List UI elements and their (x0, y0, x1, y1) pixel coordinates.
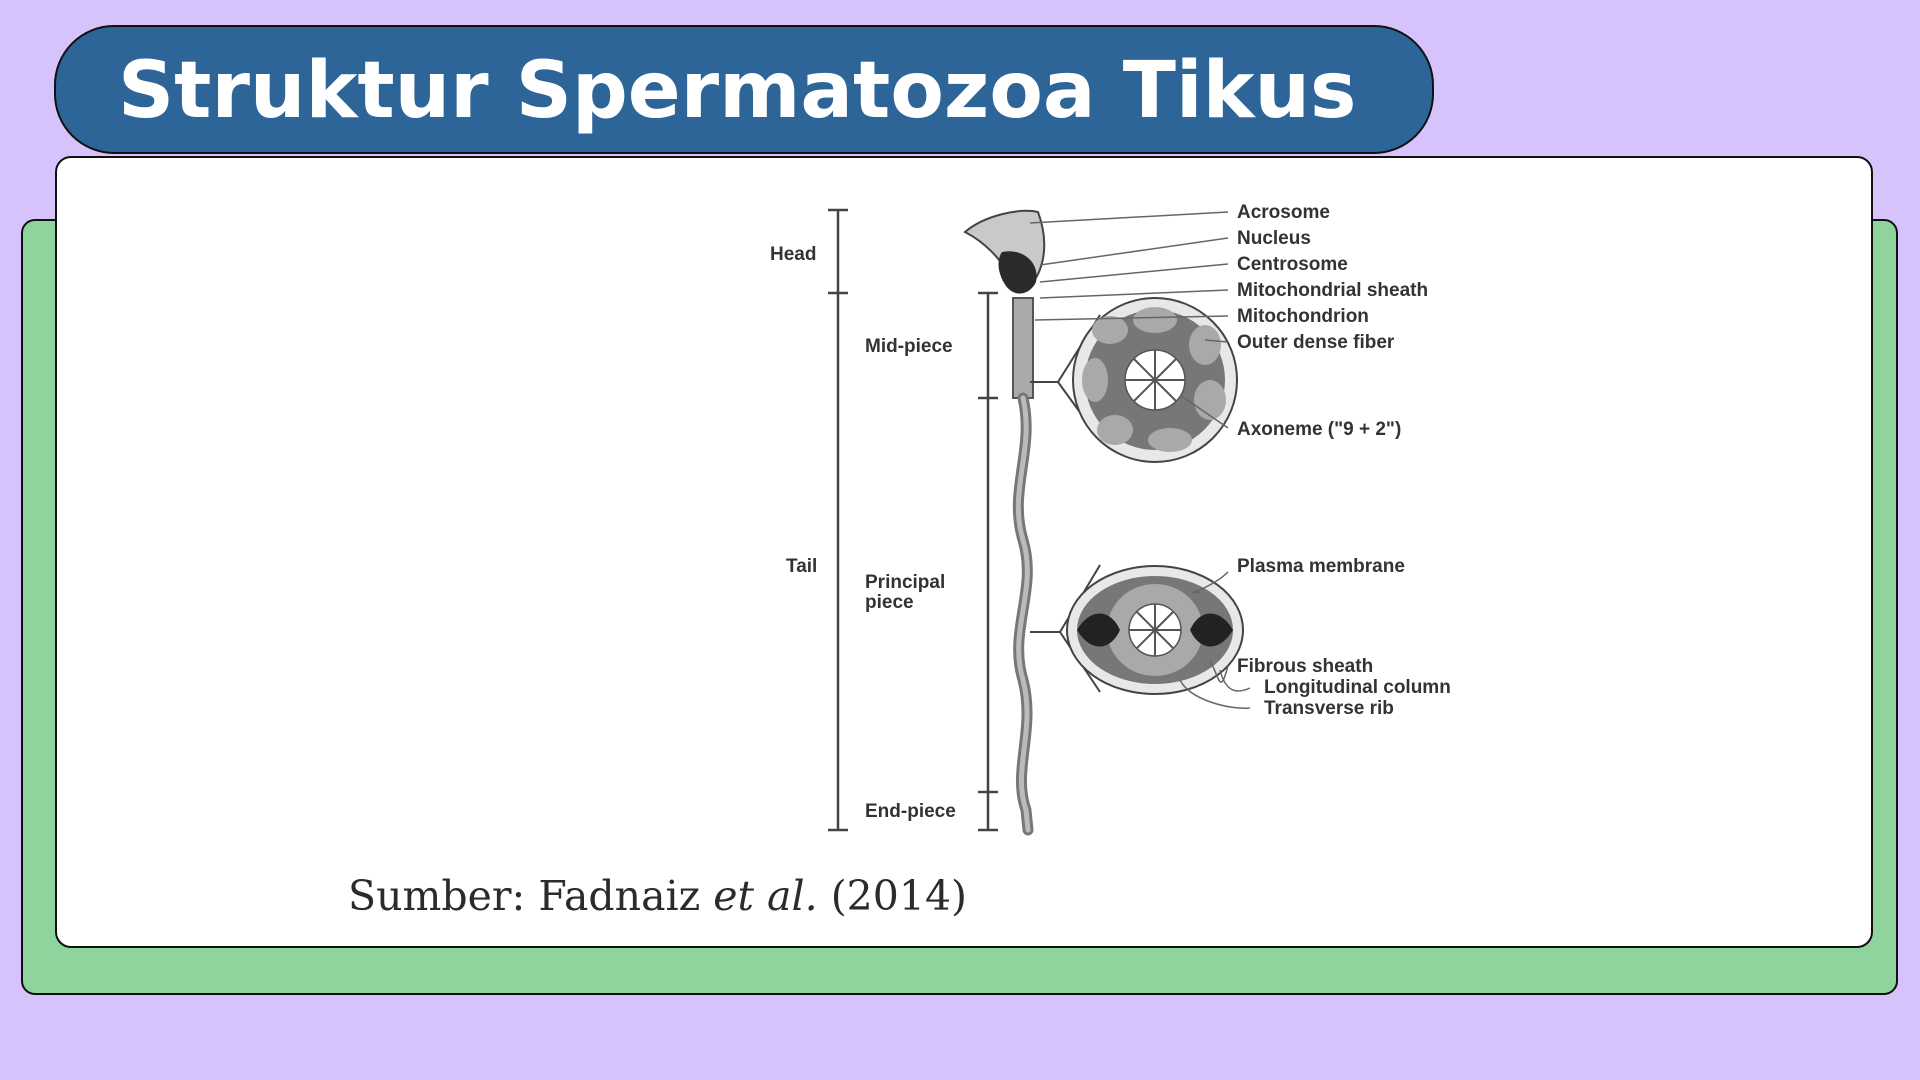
label-acrosome: Acrosome (1237, 202, 1330, 223)
label-end-piece: End-piece (865, 801, 956, 822)
label-principal-piece-2: piece (865, 592, 914, 613)
principal-piece-cross-section (1030, 564, 1244, 695)
label-longitudinal-column: Longitudinal column (1264, 677, 1451, 698)
content-card (55, 156, 1873, 948)
label-mitochondrion: Mitochondrion (1237, 306, 1369, 327)
label-head: Head (770, 244, 816, 265)
title-banner (54, 25, 1434, 154)
sperm-head (963, 209, 1046, 294)
label-plasma-membrane: Plasma membrane (1237, 556, 1405, 577)
label-nucleus: Nucleus (1237, 228, 1311, 249)
label-principal-piece-1: Principal (865, 572, 945, 593)
label-transverse-rib: Transverse rib (1264, 698, 1394, 719)
caption-italic: et al. (713, 872, 818, 920)
mid-piece-cross-section (1030, 297, 1238, 463)
source-caption: Sumber: Fadnaiz et al. (2014) (348, 872, 967, 920)
label-mid-piece: Mid-piece (865, 336, 953, 357)
sperm-structure-diagram: Head Tail Mid-piece Principal piece End-… (770, 202, 1451, 836)
label-tail: Tail (786, 556, 817, 577)
label-mitochondrial-sheath: Mitochondrial sheath (1237, 280, 1428, 301)
label-axoneme: Axoneme ("9 + 2") (1237, 419, 1401, 440)
label-fibrous-sheath: Fibrous sheath (1237, 656, 1373, 677)
caption-suffix: (2014) (817, 872, 968, 920)
label-outer-dense-fiber: Outer dense fiber (1237, 332, 1395, 353)
label-centrosome: Centrosome (1237, 254, 1348, 275)
slide-title: Struktur Spermatozoa Tikus (118, 46, 1357, 136)
caption-prefix: Sumber: Fadnaiz (348, 872, 714, 920)
